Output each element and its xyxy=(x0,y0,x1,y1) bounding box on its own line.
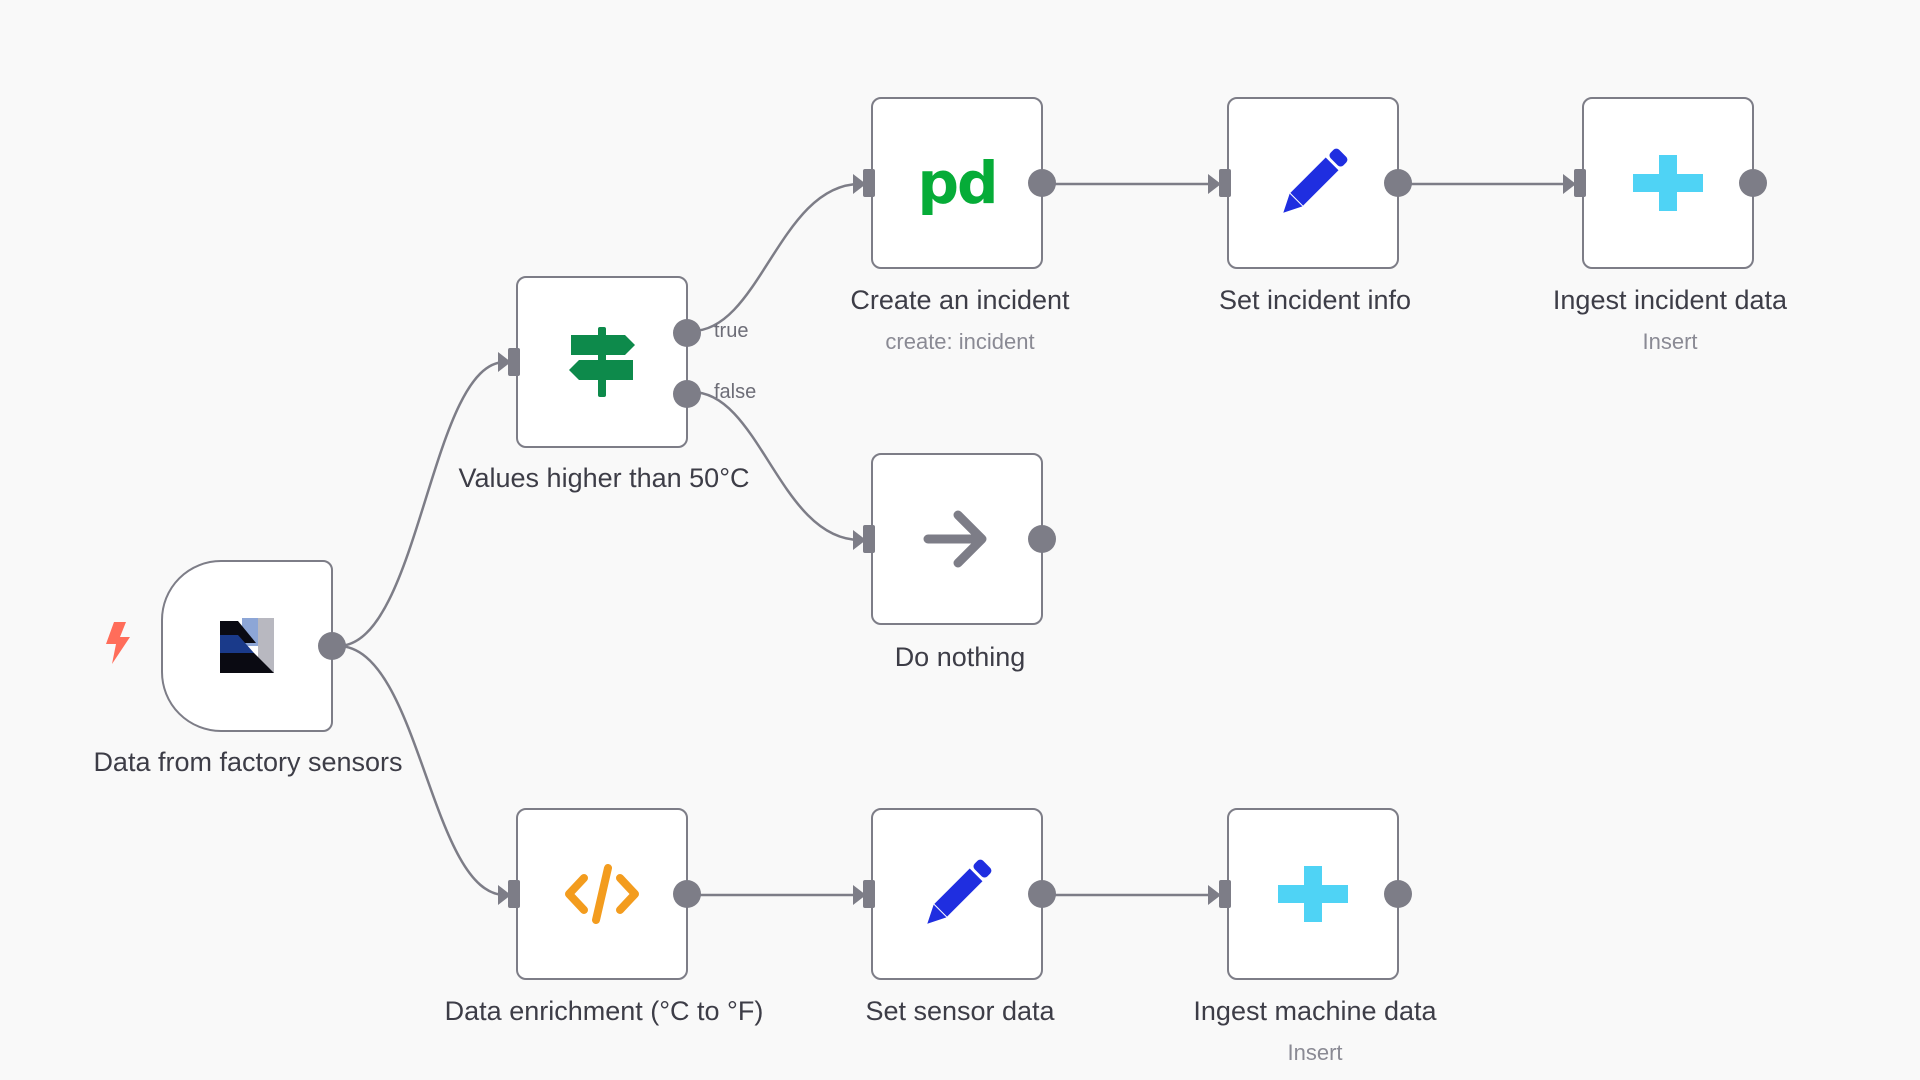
connection-sensors-to-if xyxy=(337,360,506,648)
pagerduty-icon: pd xyxy=(915,141,999,225)
node-label: Data from factory sensors xyxy=(93,747,403,777)
pencil-icon xyxy=(915,852,999,936)
input-port[interactable] xyxy=(863,169,875,197)
node-label: Set sensor data xyxy=(865,996,1055,1026)
input-port[interactable] xyxy=(1219,169,1231,197)
node-values-higher[interactable] xyxy=(508,276,701,448)
node-label: Ingest machine data xyxy=(1193,996,1437,1026)
node-label: Create an incident xyxy=(850,285,1070,315)
pagerduty-logo-text: pd xyxy=(917,149,998,217)
connection-if-false-to-nothing xyxy=(691,390,861,542)
trigger-bolt-icon xyxy=(104,622,132,669)
node-factory-sensors[interactable] xyxy=(161,560,346,732)
arrowhead xyxy=(853,174,866,194)
pencil-icon xyxy=(1271,141,1355,225)
input-port[interactable] xyxy=(863,880,875,908)
arrow-right-icon xyxy=(915,497,999,581)
node-label: Ingest incident data xyxy=(1552,285,1788,315)
node-label: Data enrichment (°C to °F) xyxy=(444,996,764,1026)
connection-sensors-to-enrichment xyxy=(337,644,506,897)
node-sublabel: Insert xyxy=(1287,1040,1343,1065)
node-label: Values higher than 50°C xyxy=(458,463,750,493)
node-set-incident-info[interactable] xyxy=(1219,97,1412,269)
data-grid-icon xyxy=(205,604,289,688)
output-port[interactable] xyxy=(318,632,346,660)
arrowhead xyxy=(1208,174,1221,194)
plus-icon xyxy=(1626,141,1710,225)
node-label: Do nothing xyxy=(894,642,1026,672)
node-data-enrichment[interactable] xyxy=(508,808,701,980)
node-sublabel: create: incident xyxy=(885,329,1035,354)
arrowhead xyxy=(498,352,511,372)
output-port[interactable] xyxy=(1739,169,1767,197)
node-do-nothing[interactable] xyxy=(863,453,1056,625)
arrowhead xyxy=(853,885,866,905)
node-label: Set incident info xyxy=(1218,285,1412,315)
branch-label-false: false xyxy=(714,381,757,403)
node-ingest-machine[interactable] xyxy=(1219,808,1412,980)
output-port[interactable] xyxy=(673,880,701,908)
output-port[interactable] xyxy=(1384,880,1412,908)
output-port-false[interactable] xyxy=(673,380,701,408)
input-port[interactable] xyxy=(863,525,875,553)
node-create-incident[interactable]: pd xyxy=(863,97,1056,269)
output-port-true[interactable] xyxy=(673,319,701,347)
input-port[interactable] xyxy=(508,880,520,908)
code-icon xyxy=(560,852,644,936)
node-sublabel: Insert xyxy=(1642,329,1698,354)
arrowhead xyxy=(853,530,866,550)
signpost-icon xyxy=(560,320,644,404)
connection-if-true-to-incident xyxy=(691,182,861,333)
output-port[interactable] xyxy=(1028,169,1056,197)
input-port[interactable] xyxy=(508,348,520,376)
plus-icon xyxy=(1271,852,1355,936)
arrowhead xyxy=(498,885,511,905)
output-port[interactable] xyxy=(1028,880,1056,908)
arrowhead xyxy=(1563,174,1576,194)
node-set-sensor-data[interactable] xyxy=(863,808,1056,980)
node-ingest-incident[interactable] xyxy=(1574,97,1767,269)
input-port[interactable] xyxy=(1219,880,1231,908)
output-port[interactable] xyxy=(1028,525,1056,553)
arrowhead xyxy=(1208,885,1221,905)
branch-label-true: true xyxy=(714,320,749,342)
output-port[interactable] xyxy=(1384,169,1412,197)
input-port[interactable] xyxy=(1574,169,1586,197)
